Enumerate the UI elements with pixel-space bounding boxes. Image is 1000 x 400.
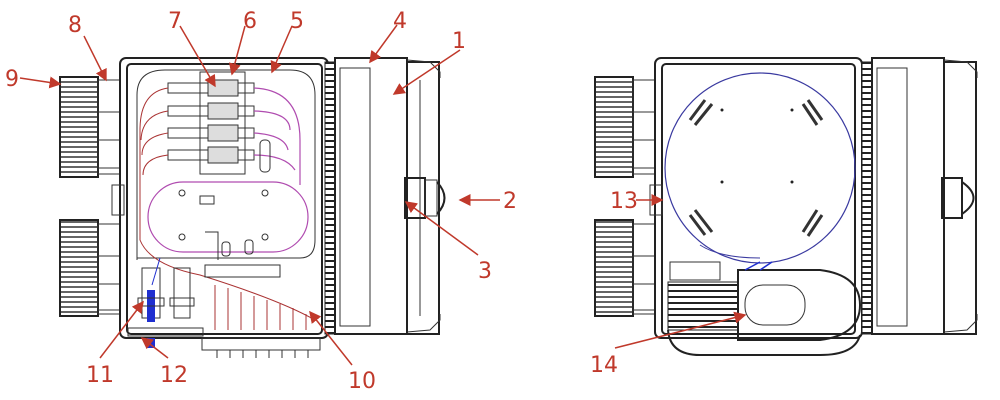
callouts: 1 2 3 4 5 6 7 8 9 10 11 12 13 14 [5, 9, 747, 394]
callout-5: 5 [290, 9, 304, 34]
fiber-routing [139, 87, 316, 321]
cable-glands-bottom [59, 219, 121, 317]
cable-glands-top [59, 76, 121, 178]
callout-9: 9 [5, 67, 19, 92]
fiber-storage-ring [664, 72, 856, 264]
callout-3: 3 [478, 259, 492, 284]
pigtail-drops [201, 285, 321, 358]
callout-12: 12 [160, 363, 188, 388]
cover-lid-right [871, 57, 978, 335]
base-box [111, 57, 329, 339]
cover-lid [334, 57, 441, 335]
cable-glands-bottom-right [594, 219, 656, 317]
callout-8: 8 [68, 13, 82, 38]
callout-13: 13 [610, 189, 638, 214]
callout-10: 10 [348, 369, 376, 394]
right-view-open-box [594, 57, 978, 356]
callout-6: 6 [243, 9, 257, 34]
left-view-open-box [59, 57, 446, 358]
callout-4: 4 [393, 9, 407, 34]
splice-tray [667, 261, 862, 356]
lock-latch [404, 177, 446, 219]
cable-glands-top-right [594, 76, 656, 178]
hinge-strip [324, 61, 336, 335]
callout-2: 2 [503, 189, 517, 214]
callout-7: 7 [168, 9, 182, 34]
adapter-panel [167, 71, 255, 175]
callout-11: 11 [86, 363, 114, 388]
callout-1: 1 [452, 29, 466, 54]
callout-14: 14 [590, 353, 618, 378]
